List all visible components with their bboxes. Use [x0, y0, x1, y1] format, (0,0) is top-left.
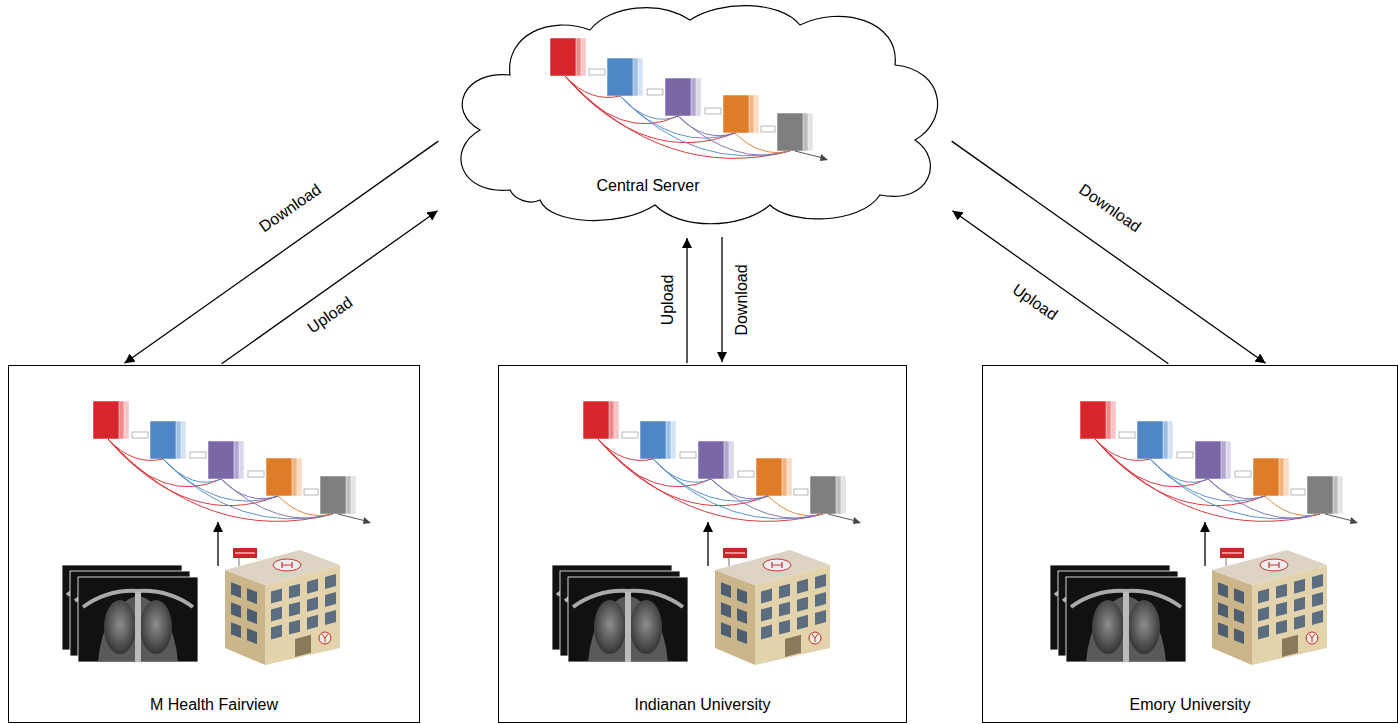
server-name: Central Server [596, 176, 699, 195]
hospital-icon [225, 548, 340, 665]
edge-label: Upload [302, 291, 358, 338]
site-name: Indianan University [634, 695, 770, 714]
xray-images [62, 565, 198, 662]
network-icon [93, 401, 371, 524]
network-icon [550, 38, 828, 161]
edge-label: Download [1074, 179, 1147, 238]
site-name: Emory University [1130, 695, 1251, 714]
xray-images [1050, 565, 1186, 662]
network-icon [583, 401, 861, 524]
flow-arrow [222, 211, 438, 364]
input-arrow [217, 522, 218, 566]
cloud-outline-path [461, 6, 938, 224]
hospital-icon [715, 548, 830, 665]
edge-label: Upload [658, 273, 677, 328]
flow-arrow [952, 141, 1266, 363]
hospital-box: M Health Fairview [8, 365, 420, 723]
edge-label: Download [732, 262, 751, 337]
hospital-icon [1212, 548, 1327, 665]
cloud-outline [440, 0, 950, 235]
flow-arrow [721, 237, 722, 362]
edge-label: Download [254, 179, 327, 238]
flow-arrow [686, 238, 687, 363]
flow-arrow [124, 141, 438, 363]
input-arrow [1204, 522, 1205, 566]
hospital-box: Emory University [982, 365, 1398, 723]
xray-images [552, 565, 688, 662]
input-arrow [707, 522, 708, 566]
edge-label: Upload [1007, 278, 1063, 325]
site-name: M Health Fairview [150, 695, 278, 714]
server-cloud: Central Server [440, 0, 950, 235]
network-icon [1080, 401, 1358, 524]
hospital-box: Indianan University [498, 365, 907, 723]
